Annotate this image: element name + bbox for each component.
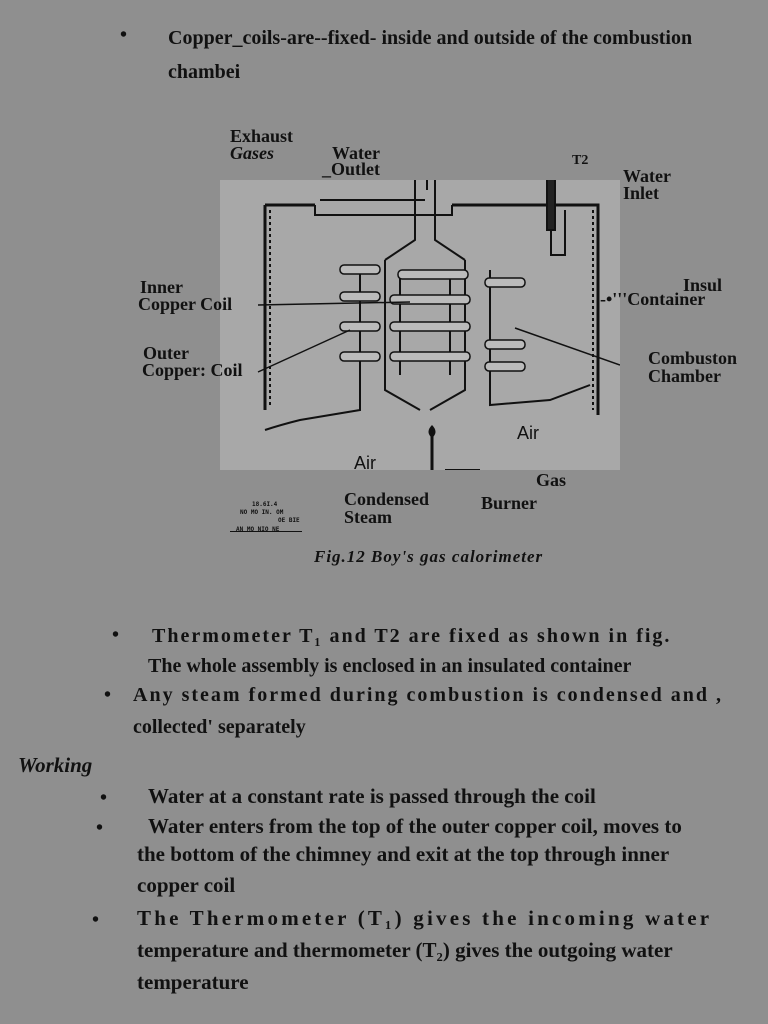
label-steam: Steam bbox=[344, 507, 392, 527]
label-condensed: Condensed bbox=[344, 489, 430, 509]
working-bullet-3-line-2: temperature and thermometer (T₂) gives t… bbox=[137, 938, 673, 962]
bullet-dot: • bbox=[96, 817, 104, 839]
small-table-1: 18.6I.4 bbox=[252, 501, 278, 508]
bullet-dot: • bbox=[112, 624, 120, 646]
bullet-dot: • bbox=[92, 909, 100, 931]
label-gas: Gas bbox=[536, 470, 567, 490]
small-table-2: NO MO IN. OM bbox=[240, 509, 284, 516]
label-water-inlet-2: Inlet bbox=[623, 183, 659, 203]
calorimeter-diagram bbox=[257, 110, 621, 471]
label-water-outlet-2: _Outlet bbox=[322, 159, 380, 179]
label-combustion-2: Chamber bbox=[648, 366, 721, 386]
label-container: -•'''Container bbox=[600, 289, 706, 309]
label-t2: T2 bbox=[572, 153, 589, 168]
small-table-3: OE BIE bbox=[278, 517, 300, 524]
working-bullet-3-line-1: The Thermometer (T₁) gives the incoming … bbox=[137, 906, 713, 930]
middle-bullet-line-4: collected' separately bbox=[133, 716, 306, 738]
label-insul: Insul bbox=[683, 275, 723, 295]
label-combustion-1: Combuston bbox=[648, 348, 738, 368]
working-heading: Working bbox=[18, 753, 93, 777]
working-bullet-3-line-3: temperature bbox=[137, 970, 249, 994]
label-exhaust: Exhaust bbox=[230, 126, 294, 146]
middle-bullet-line-2: The whole assembly is enclosed in an ins… bbox=[148, 655, 632, 677]
label-outer-copper-2: Copper: Coil bbox=[142, 360, 243, 380]
working-bullet-2-line-1: Water enters from the top of the outer c… bbox=[148, 814, 682, 838]
middle-bullet-line-1: Thermometer T₁ and T2 are fixed as shown… bbox=[152, 625, 672, 647]
bullet-dot: • bbox=[120, 24, 128, 46]
label-burner: Burner bbox=[481, 493, 537, 513]
working-bullet-1: Water at a constant rate is passed throu… bbox=[148, 784, 596, 808]
label-gases: Gases bbox=[230, 143, 274, 163]
top-bullet-line-1: Copper_coils-are--fixed- inside and outs… bbox=[168, 27, 693, 49]
label-water-outlet-1: Water bbox=[332, 143, 380, 163]
top-bullet-line-2: chambei bbox=[168, 61, 241, 83]
small-table-rule bbox=[230, 531, 302, 532]
label-air-left: Air bbox=[354, 453, 376, 473]
working-bullet-2-line-2: the bottom of the chimney and exit at th… bbox=[137, 842, 670, 866]
figure-caption: Fig.12 Boy's gas calorimeter bbox=[314, 547, 544, 566]
label-outer-copper-1: Outer bbox=[143, 343, 189, 363]
middle-bullet-line-3: Any steam formed during combustion is co… bbox=[133, 684, 723, 706]
bullet-dot: • bbox=[104, 684, 112, 706]
bullet-dot: • bbox=[100, 787, 108, 809]
label-inner-copper-2: Copper Coil bbox=[138, 294, 233, 314]
label-water-inlet-1: Water bbox=[623, 166, 671, 186]
small-table-4: AN MO NIO NE bbox=[236, 526, 280, 533]
label-inner-copper-1: Inner bbox=[140, 277, 184, 297]
calorimeter-figure bbox=[220, 110, 621, 471]
label-air-right: Air bbox=[517, 423, 539, 443]
working-bullet-2-line-3: copper coil bbox=[137, 873, 236, 897]
